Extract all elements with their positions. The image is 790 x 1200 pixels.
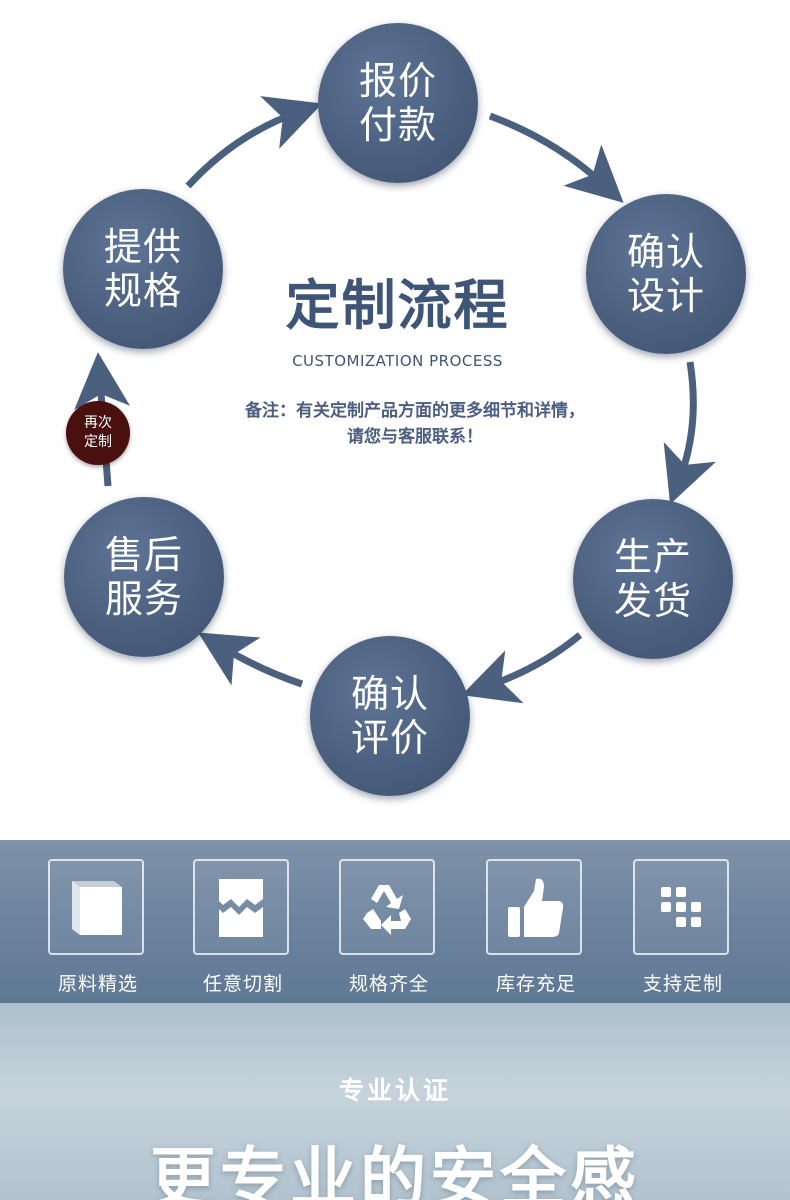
step-line: 规格 (103, 269, 182, 313)
step-line: 服务 (104, 577, 183, 621)
process-title: 定制流程 (285, 274, 510, 337)
arrow-design-to-production (663, 361, 717, 505)
certification-subtitle: 专业认证 (338, 1076, 451, 1105)
cut-sheet-icon (219, 879, 263, 937)
features-strip: 原料精选 任意切割 规格齐全 库存充足 (0, 840, 790, 1003)
feature-label: 库存充足 (495, 973, 576, 995)
arrow-production-to-review (461, 632, 583, 704)
customization-process-section: 报价 付款 确认 设计 生产 发货 确认 评价 售后 服务 提供 规格 再次 定… (63, 23, 746, 796)
feature-label: 规格齐全 (348, 973, 429, 995)
step-line: 生产 (613, 535, 692, 579)
arrow-specs-to-quote (185, 96, 323, 189)
step-line: 付款 (358, 103, 437, 147)
arrow-quote-to-confirm-design (488, 112, 624, 203)
step-line: 提供 (103, 225, 182, 269)
feature-label: 原料精选 (57, 973, 138, 995)
step-confirm-design: 确认 设计 (586, 194, 746, 354)
step-line: 确认 (350, 672, 429, 716)
feature-ample-stock: 库存充足 (486, 859, 586, 996)
step-provide-specs: 提供 规格 (63, 189, 223, 349)
step-quote-payment: 报价 付款 (318, 23, 478, 183)
feature-icon-box (339, 859, 435, 955)
step-line: 确认 (626, 230, 705, 274)
feature-icon-box (193, 859, 289, 955)
certification-title: 更专业的安全感 (150, 1140, 640, 1200)
note-line: 备注：有关定制产品方面的更多细节和详情， (245, 401, 585, 421)
recycle-icon (363, 885, 411, 935)
feature-selected-materials: 原料精选 (48, 859, 148, 996)
step-line: 设计 (626, 274, 705, 318)
certification-section: 专业认证 更专业的安全感 (0, 1003, 790, 1200)
feature-custom-support: 支持定制 (633, 859, 733, 996)
step-after-sales: 售后 服务 (64, 497, 224, 657)
step-line: 发货 (613, 579, 692, 623)
process-subtitle: CUSTOMIZATION PROCESS (292, 352, 503, 370)
feature-full-specs: 规格齐全 (339, 859, 439, 996)
feature-custom-cutting: 任意切割 (193, 859, 293, 996)
feature-label: 支持定制 (642, 973, 723, 995)
step-line: 评价 (350, 716, 429, 760)
arrow-review-to-aftersales (198, 632, 304, 688)
feature-icon-box (633, 859, 729, 955)
step-line: 报价 (358, 59, 437, 103)
feature-icon-box (48, 859, 144, 955)
step-line: 售后 (104, 533, 183, 577)
grid-dots-icon (661, 887, 701, 927)
feature-label: 任意切割 (202, 973, 283, 995)
process-note: 备注：有关定制产品方面的更多细节和详情， 请您与客服联系！ (140, 398, 690, 450)
reorder-line: 定制 (84, 434, 112, 450)
reorder-line: 再次 (84, 415, 112, 431)
step-production-shipping: 生产 发货 (573, 499, 733, 659)
note-line: 请您与客服联系！ (347, 427, 483, 447)
step-confirm-review: 确认 评价 (310, 636, 470, 796)
feature-icon-box (486, 859, 582, 955)
reorder-badge: 再次 定制 (66, 401, 130, 465)
book-icon (72, 881, 122, 935)
thumbs-up-icon (508, 878, 564, 937)
